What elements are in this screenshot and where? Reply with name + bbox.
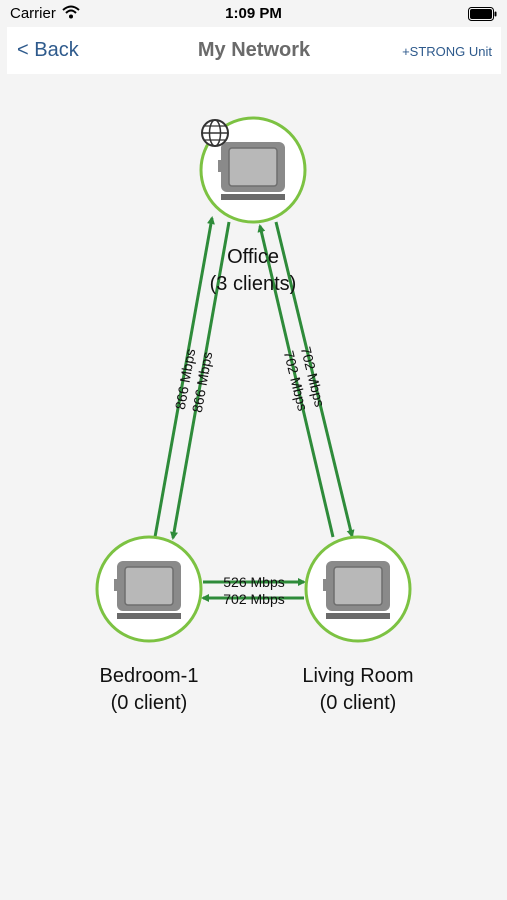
node-clients: (0 client) [110,692,188,714]
link-label-bedroom-living-b: 702 Mbps [223,591,284,607]
node-bedroom-1[interactable] [95,535,203,643]
router-icon [217,141,286,201]
wifi-icon [62,5,80,23]
node-name: Office [227,246,279,268]
carrier-label: Carrier [10,5,56,22]
router-icon [322,560,391,620]
node-name: Bedroom-1 [99,665,199,687]
node-name: Living Room [302,665,414,687]
add-strong-unit-button[interactable]: +STRONG Unit [402,44,492,59]
link-office-to-bedroom [170,221,231,540]
link-label-bedroom-living-a: 526 Mbps [223,574,284,590]
battery-icon [468,7,498,25]
back-button[interactable]: < Back [17,39,79,61]
node-label-living-room: Living Room (0 client) [268,663,448,717]
node-clients: (3 clients) [209,273,297,295]
node-office[interactable] [199,116,307,224]
globe-icon [201,119,229,147]
node-clients: (0 client) [319,692,397,714]
link-office-to-living [274,221,355,538]
link-living-to-office [257,224,335,538]
router-icon [113,560,182,620]
node-living-room[interactable] [304,535,412,643]
clock: 1:09 PM [225,5,282,22]
node-label-bedroom-1: Bedroom-1 (0 client) [59,663,239,717]
node-label-office: Office (3 clients) [163,244,343,298]
link-bedroom-to-office [153,216,215,538]
status-bar: Carrier 1:09 PM [0,0,507,26]
